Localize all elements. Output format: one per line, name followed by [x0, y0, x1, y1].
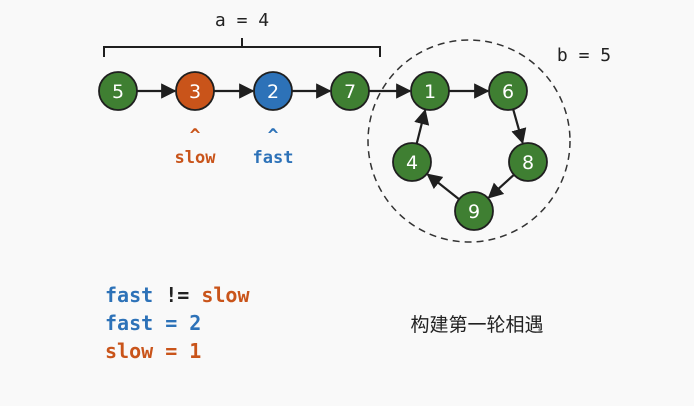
node-label: 8: [522, 152, 534, 174]
code-slow-var: slow: [105, 339, 154, 363]
node-label: 4: [406, 152, 418, 174]
node-7: 7: [330, 71, 370, 111]
code-fast-value: 2: [189, 311, 201, 335]
fast-pointer-caret: ^: [268, 125, 279, 146]
code-slow-value: 1: [189, 339, 201, 363]
code-fast-assign: =: [153, 311, 189, 335]
cycle-boundary: [367, 39, 571, 243]
node-circle: [330, 71, 370, 111]
fast-pointer-label: fast: [253, 148, 294, 168]
node-9: 9: [454, 191, 494, 231]
code-line-slow: slow = 1: [105, 339, 201, 363]
node-circle: [454, 191, 494, 231]
prefix-brace: [103, 38, 381, 57]
node-label: 5: [112, 81, 124, 103]
node-circle: [392, 142, 432, 182]
node-5: 5: [98, 71, 138, 111]
code-fast-name: fast: [105, 283, 153, 307]
code-not-equal-op: !=: [153, 283, 201, 307]
node-label: 7: [344, 81, 356, 103]
node-6: 6: [488, 71, 528, 111]
step-caption: 构建第一轮相遇: [410, 314, 543, 336]
node-2: 2: [253, 71, 293, 111]
edges: [137, 83, 527, 201]
node-circle: [175, 71, 215, 111]
node-circle: [508, 142, 548, 182]
edge-6-to-8: [511, 109, 527, 145]
cycle-length-label: b = 5: [557, 45, 611, 66]
node-circle: [488, 71, 528, 111]
node-label: 6: [502, 81, 514, 103]
node-1: 1: [410, 71, 450, 111]
code-line-fast: fast = 2: [105, 311, 201, 335]
node-label: 3: [189, 81, 201, 103]
node-8: 8: [508, 142, 548, 182]
node-label: 1: [424, 81, 436, 103]
node-label: 2: [267, 81, 279, 103]
edge-9-to-4: [426, 173, 460, 201]
code-fast-var: fast: [105, 311, 153, 335]
edge-4-to-1: [414, 108, 430, 144]
node-3: 3: [175, 71, 215, 111]
node-label: 9: [468, 201, 480, 223]
slow-pointer-caret: ^: [190, 125, 201, 146]
nodes: 5 3 2 7 1 6 8 9 4: [98, 71, 548, 231]
slow-pointer-label: slow: [175, 148, 217, 168]
code-line-compare: fast != slow: [105, 283, 250, 307]
node-circle: [410, 71, 450, 111]
code-slow-assign: =: [153, 339, 189, 363]
edge-8-to-9: [487, 173, 515, 199]
code-slow-name: slow: [201, 283, 250, 307]
node-circle: [98, 71, 138, 111]
node-circle: [253, 71, 293, 111]
prefix-length-label: a = 4: [215, 10, 269, 31]
node-4: 4: [392, 142, 432, 182]
